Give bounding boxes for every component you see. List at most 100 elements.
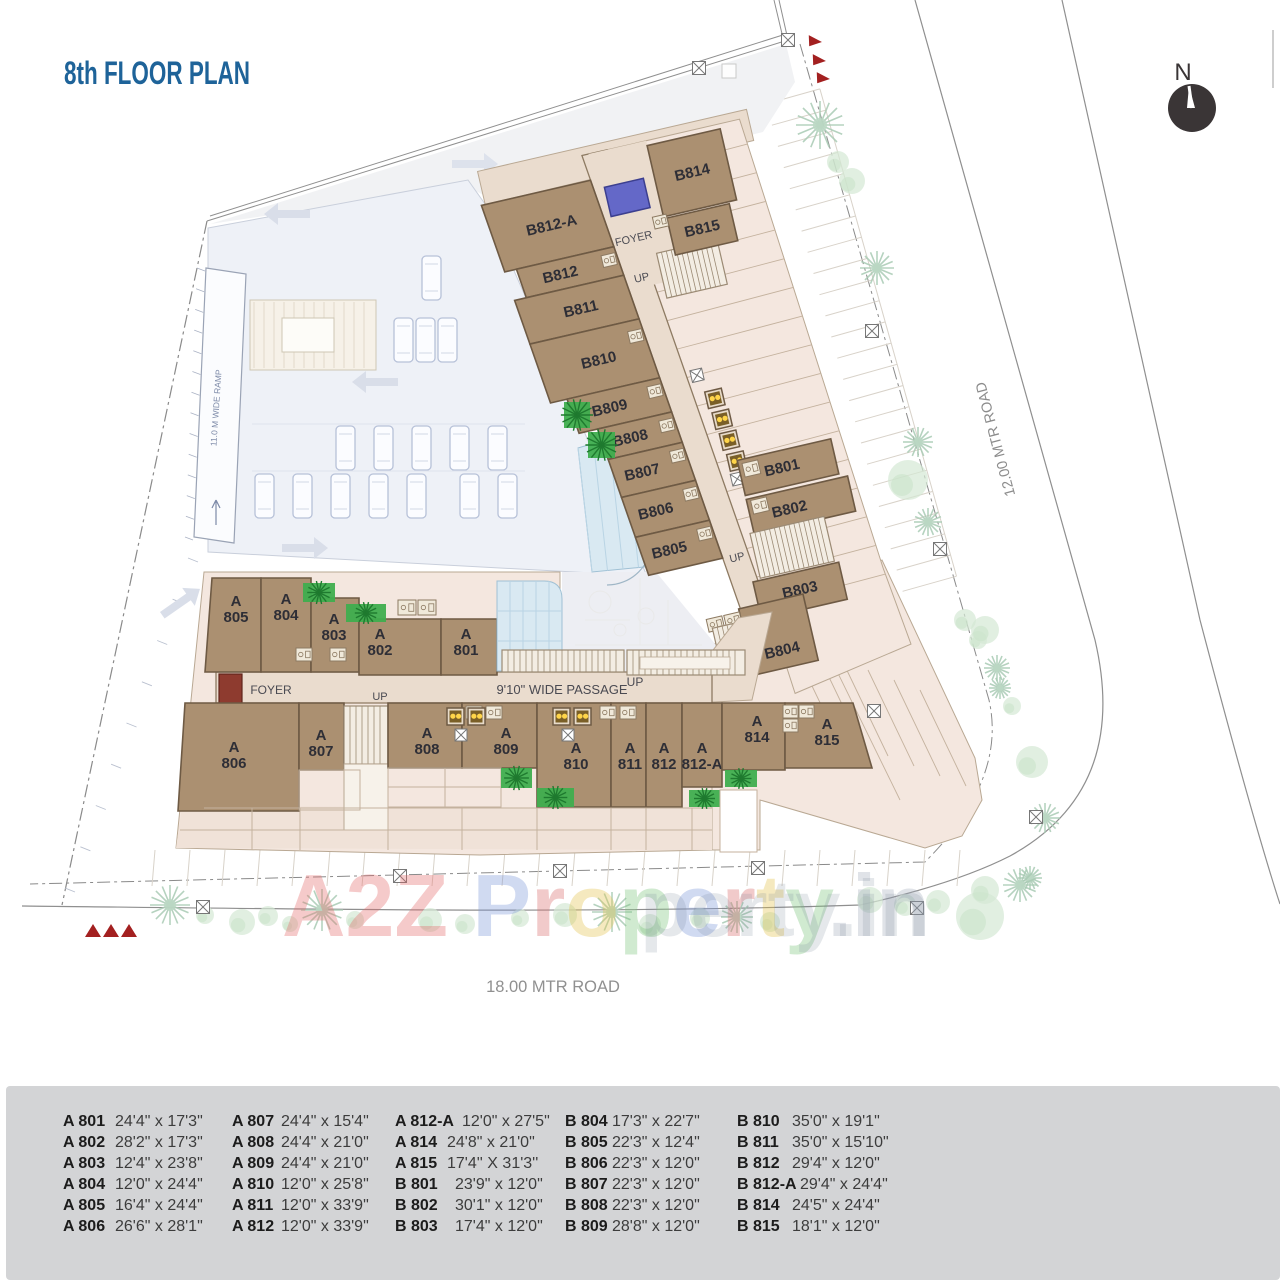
svg-text:A: A <box>625 740 636 757</box>
svg-text:N: N <box>1174 59 1191 86</box>
svg-text:12'0" x 24'4": 12'0" x 24'4" <box>115 1176 203 1193</box>
svg-text:A: A <box>752 713 763 730</box>
svg-text:UP: UP <box>372 691 387 703</box>
svg-text:A 814: A 814 <box>395 1134 437 1151</box>
svg-text:FOYER: FOYER <box>250 683 292 697</box>
svg-text:24'5" x 24'4": 24'5" x 24'4" <box>792 1197 880 1214</box>
svg-text:B 815: B 815 <box>737 1218 780 1235</box>
svg-text:B 809: B 809 <box>565 1218 608 1235</box>
svg-text:812: 812 <box>651 756 676 773</box>
svg-text:UP: UP <box>728 550 746 565</box>
svg-text:UP: UP <box>633 271 651 286</box>
svg-text:A: A <box>697 740 708 757</box>
svg-text:815: 815 <box>814 732 839 749</box>
svg-text:24'4" x 17'3": 24'4" x 17'3" <box>115 1113 203 1130</box>
svg-text:17'4'' X 31'3'': 17'4'' X 31'3'' <box>447 1155 538 1172</box>
svg-text:804: 804 <box>273 607 299 624</box>
svg-text:802: 802 <box>367 642 392 659</box>
svg-text:A2Z Property.in: A2Z Property.in <box>282 856 930 955</box>
svg-text:17'4" x 12'0": 17'4" x 12'0" <box>455 1218 543 1235</box>
svg-text:B 802: B 802 <box>395 1197 438 1214</box>
svg-text:811: 811 <box>618 756 642 773</box>
svg-text:803: 803 <box>321 627 346 644</box>
svg-text:22'3" x 12'0": 22'3" x 12'0" <box>612 1155 700 1172</box>
svg-text:8th FLOOR PLAN: 8th FLOOR PLAN <box>64 55 250 91</box>
svg-text:A 801: A 801 <box>63 1113 105 1130</box>
svg-text:9'10" WIDE PASSAGE: 9'10" WIDE PASSAGE <box>496 682 627 697</box>
svg-text:B 807: B 807 <box>565 1176 608 1193</box>
svg-text:A 805: A 805 <box>63 1197 105 1214</box>
svg-text:A 815: A 815 <box>395 1155 437 1172</box>
svg-text:24'4" x 21'0": 24'4" x 21'0" <box>281 1134 369 1151</box>
svg-text:B 805: B 805 <box>565 1134 608 1151</box>
svg-text:A 808: A 808 <box>232 1134 274 1151</box>
svg-text:A: A <box>422 725 433 742</box>
svg-text:12'4" x 23'8": 12'4" x 23'8" <box>115 1155 203 1172</box>
svg-text:B 804: B 804 <box>565 1113 608 1130</box>
svg-text:23'9" x 12'0": 23'9" x 12'0" <box>455 1176 543 1193</box>
svg-text:814: 814 <box>744 729 770 746</box>
svg-text:808: 808 <box>414 741 439 758</box>
svg-text:29'4" x 12'0": 29'4" x 12'0" <box>792 1155 880 1172</box>
svg-text:28'2" x 17'3": 28'2" x 17'3" <box>115 1134 203 1151</box>
svg-text:A: A <box>571 740 582 757</box>
svg-text:810: 810 <box>563 756 588 773</box>
svg-text:12'0" x 25'8": 12'0" x 25'8" <box>281 1176 369 1193</box>
svg-text:A: A <box>501 725 512 742</box>
svg-text:A: A <box>329 611 340 628</box>
svg-text:22'3" x 12'0": 22'3" x 12'0" <box>612 1176 700 1193</box>
svg-text:perty.in: perty.in <box>640 864 930 953</box>
svg-text:A: A <box>375 626 386 643</box>
svg-text:A 803: A 803 <box>63 1155 105 1172</box>
svg-text:A 802: A 802 <box>63 1134 105 1151</box>
svg-text:24'4" x 21'0": 24'4" x 21'0" <box>281 1155 369 1172</box>
svg-text:A: A <box>316 727 327 744</box>
svg-text:22'3" x 12'4": 22'3" x 12'4" <box>612 1134 700 1151</box>
svg-text:24'4" x 15'4": 24'4" x 15'4" <box>281 1113 369 1130</box>
svg-text:805: 805 <box>223 609 248 626</box>
svg-text:28'8" x 12'0": 28'8" x 12'0" <box>612 1218 700 1235</box>
svg-text:22'3" x 12'0": 22'3" x 12'0" <box>612 1197 700 1214</box>
svg-text:A 812-A: A 812-A <box>395 1113 454 1130</box>
svg-text:12'0" x 33'9": 12'0" x 33'9" <box>281 1197 369 1214</box>
svg-text:B 803: B 803 <box>395 1218 438 1235</box>
svg-text:806: 806 <box>221 755 246 772</box>
svg-text:29'4" x 24'4": 29'4" x 24'4" <box>800 1176 888 1193</box>
svg-text:B 814: B 814 <box>737 1197 780 1214</box>
svg-text:A 812: A 812 <box>232 1218 274 1235</box>
svg-text:B 801: B 801 <box>395 1176 438 1193</box>
svg-text:24'8" x 21'0": 24'8" x 21'0" <box>447 1134 535 1151</box>
svg-text:A 806: A 806 <box>63 1218 105 1235</box>
svg-text:30'1" x 12'0": 30'1" x 12'0" <box>455 1197 543 1214</box>
svg-text:B 812: B 812 <box>737 1155 780 1172</box>
svg-text:B 808: B 808 <box>565 1197 608 1214</box>
svg-text:801: 801 <box>453 642 478 659</box>
svg-text:A: A <box>281 591 292 608</box>
svg-text:A 807: A 807 <box>232 1113 274 1130</box>
svg-text:A 809: A 809 <box>232 1155 274 1172</box>
svg-text:A 804: A 804 <box>63 1176 105 1193</box>
svg-text:A: A <box>461 626 472 643</box>
svg-text:12'0" x 27'5": 12'0" x 27'5" <box>462 1113 550 1130</box>
svg-text:18.00 MTR ROAD: 18.00 MTR ROAD <box>486 978 620 996</box>
svg-text:809: 809 <box>493 741 518 758</box>
svg-text:A: A <box>229 739 240 756</box>
svg-text:UP: UP <box>627 675 644 689</box>
svg-text:B 812-A: B 812-A <box>737 1176 797 1193</box>
svg-text:A 811: A 811 <box>232 1197 273 1214</box>
svg-text:A 810: A 810 <box>232 1176 274 1193</box>
svg-text:12'0" x 33'9": 12'0" x 33'9" <box>281 1218 369 1235</box>
svg-text:A: A <box>659 740 670 757</box>
svg-text:B 811: B 811 <box>737 1134 779 1151</box>
svg-text:A: A <box>822 716 833 733</box>
svg-text:A: A <box>231 593 242 610</box>
svg-text:B 806: B 806 <box>565 1155 608 1172</box>
svg-text:26'6" x 28'1": 26'6" x 28'1" <box>115 1218 203 1235</box>
svg-text:17'3" x 22'7": 17'3" x 22'7" <box>612 1113 700 1130</box>
svg-text:35'0" x 15'10": 35'0" x 15'10" <box>792 1134 889 1151</box>
svg-text:B 810: B 810 <box>737 1113 780 1130</box>
svg-text:807: 807 <box>308 743 333 760</box>
svg-text:18'1" x 12'0": 18'1" x 12'0" <box>792 1218 880 1235</box>
svg-text:812-A: 812-A <box>682 756 723 773</box>
svg-text:35'0" x 19'1": 35'0" x 19'1" <box>792 1113 880 1130</box>
